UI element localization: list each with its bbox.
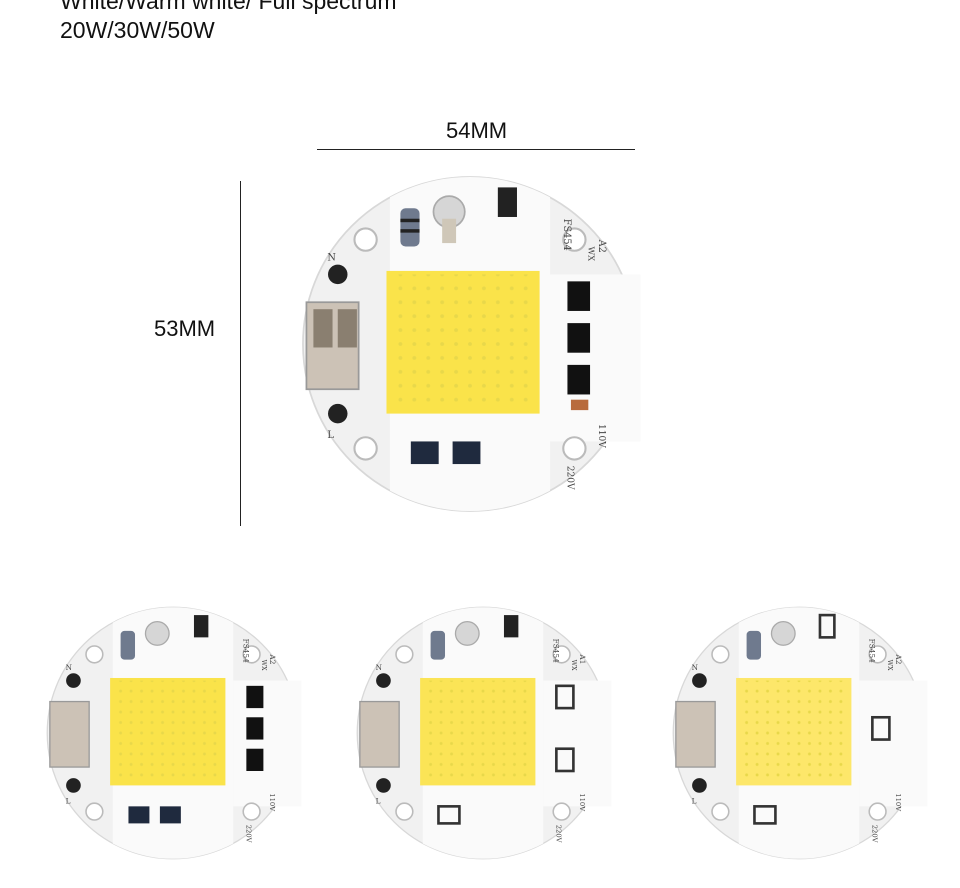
svg-text:220V: 220V	[870, 825, 878, 844]
svg-text:N: N	[66, 663, 73, 672]
svg-text:FS454: FS454	[561, 219, 572, 251]
svg-text:N: N	[692, 663, 699, 672]
svg-text:L: L	[327, 430, 334, 441]
svg-text:110V: 110V	[268, 793, 276, 812]
svg-text:WX: WX	[886, 660, 893, 671]
svg-text:110V: 110V	[578, 793, 586, 812]
led-board-main: N L FS454 A2 WX 110V 220V	[302, 176, 641, 512]
svg-text:110V: 110V	[894, 793, 902, 812]
svg-text:N: N	[376, 663, 383, 672]
svg-text:220V: 220V	[244, 825, 252, 844]
led-board-variant-1: N L FS454 A2 WX 110V 220V	[46, 606, 302, 860]
width-dimension-line	[317, 149, 635, 150]
svg-text:110V: 110V	[596, 424, 606, 448]
led-board-variant-2: N L FS454 A1 WX 110V 220V	[356, 606, 612, 860]
height-dimension-label: 53MM	[154, 316, 216, 341]
width-dimension-label: 54MM	[446, 118, 508, 143]
svg-text:L: L	[66, 797, 71, 806]
svg-text:A2: A2	[596, 239, 607, 253]
svg-text:WX: WX	[586, 247, 596, 262]
product-color-options: White/Warm white/ Full spectrum	[60, 0, 397, 14]
svg-text:WX: WX	[260, 660, 267, 671]
product-wattage-options: 20W/30W/50W	[60, 17, 215, 43]
svg-text:220V: 220V	[554, 825, 562, 844]
height-dimension-line	[240, 181, 241, 526]
svg-text:N: N	[327, 252, 336, 263]
svg-text:A2: A2	[268, 653, 277, 664]
svg-text:220V: 220V	[564, 466, 574, 490]
svg-text:A1: A1	[578, 653, 587, 664]
svg-text:L: L	[692, 797, 697, 806]
led-board-variant-3: N L FS454 A2 WX 110V 220V	[672, 606, 928, 860]
svg-text:FS454: FS454	[242, 639, 251, 663]
svg-text:WX: WX	[570, 660, 577, 671]
svg-text:A2: A2	[894, 653, 903, 664]
svg-text:L: L	[376, 797, 381, 806]
svg-text:FS454: FS454	[552, 639, 561, 663]
svg-text:FS454: FS454	[868, 639, 877, 663]
